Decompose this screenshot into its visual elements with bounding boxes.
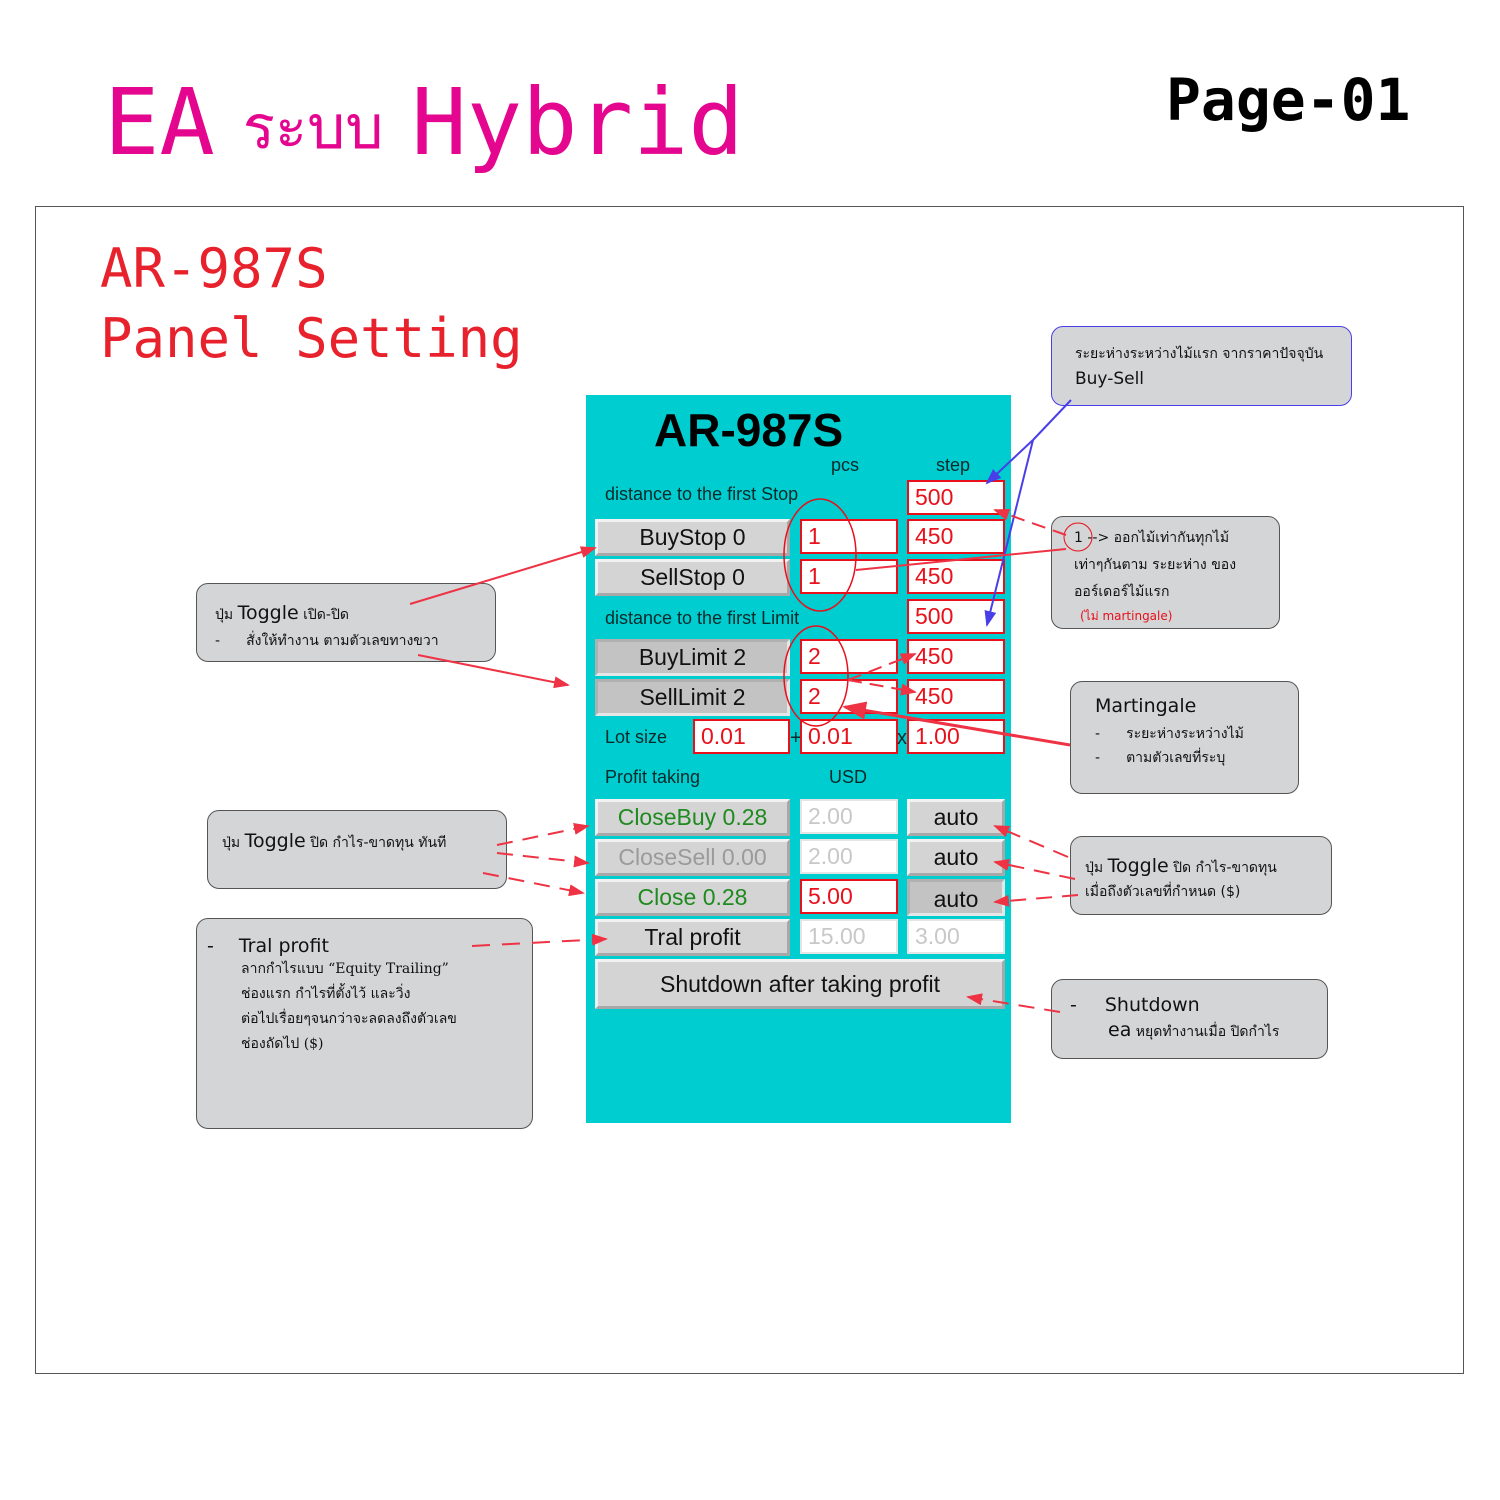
limit-distance-input[interactable]: 500 — [907, 599, 1005, 634]
tral-line1: ลากกำไรแบบ “Equity Trailing” — [241, 961, 449, 977]
toggle-open-line2: สั่งให้ทำงาน ตามตัวเลขทางขวา — [246, 633, 439, 649]
martingale-bullet: - — [1095, 726, 1101, 742]
shutdown-after-profit-button[interactable]: Shutdown after taking profit — [595, 959, 1005, 1009]
section-title-panel-setting: Panel Setting — [100, 307, 523, 370]
callout-equal-line2: เท่าๆกันตาม ระยะห่าง ของ — [1074, 557, 1237, 573]
buystop-pcs-input[interactable]: 1 — [800, 519, 898, 554]
lot-size-label: Lot size — [605, 727, 668, 747]
limit-distance-label: distance to the first Limit — [605, 608, 800, 628]
selllimit-toggle-button[interactable]: SellLimit 2 — [595, 679, 790, 716]
martingale-line2: ตามตัวเลขที่ระบุ — [1126, 750, 1226, 766]
sellstop-step-input[interactable]: 450 — [907, 559, 1005, 594]
callout-tral-profit: - Tral profit ลากกำไรแบบ “Equity Trailing… — [196, 918, 533, 1129]
title-thai: ระบบ — [242, 93, 384, 163]
closebuy-auto-button[interactable]: auto — [907, 799, 1005, 836]
stop-distance-input[interactable]: 500 — [907, 480, 1005, 515]
buylimit-pcs-input[interactable]: 2 — [800, 639, 898, 674]
tral-profit-start-input[interactable]: 15.00 — [800, 919, 898, 954]
title-suffix: Hybrid — [411, 69, 744, 176]
closesell-toggle-button[interactable]: CloseSell 0.00 — [595, 839, 790, 876]
sellstop-toggle-button[interactable]: SellStop 0 — [595, 559, 790, 596]
tral-profit-toggle-button[interactable]: Tral profit — [595, 919, 790, 956]
column-header-pcs: pcs — [831, 455, 860, 475]
profit-unit-label: USD — [829, 767, 868, 787]
section-title-model: AR-987S — [100, 237, 328, 300]
close-all-auto-button[interactable]: auto — [907, 879, 1005, 916]
toggle-open-bold: Toggle — [237, 602, 299, 624]
buystop-toggle-button[interactable]: BuyStop 0 — [595, 519, 790, 556]
lot-multiplier-input[interactable]: 1.00 — [907, 719, 1005, 754]
tral-line2: ช่องแรก กำไรที่ตั้งไว้ และวิ่ง — [241, 986, 411, 1002]
close-auto-line2: เมื่อถึงตัวเลขที่กำหนด ($) — [1085, 884, 1241, 900]
shutdown-ea: ea — [1108, 1019, 1132, 1041]
close-auto-bold: Toggle — [1107, 855, 1169, 877]
close-auto-prefix: ปุ่ม — [1085, 860, 1104, 876]
closesell-target-input[interactable]: 2.00 — [800, 839, 898, 874]
callout-distance: ระยะห่างระหว่างไม้แรก จากราคาปัจจุบัน Bu… — [1051, 326, 1352, 406]
column-header-step: step — [936, 455, 971, 475]
panel-title: AR-987S — [654, 404, 844, 456]
lot-plus-sign: + — [790, 727, 802, 749]
martingale-title: Martingale — [1095, 695, 1197, 717]
buylimit-toggle-button[interactable]: BuyLimit 2 — [595, 639, 790, 676]
tral-line3: ต่อไปเรื่อยๆจนกว่าจะลดลงถึงตัวเลข — [241, 1011, 457, 1027]
close-all-target-input[interactable]: 5.00 — [800, 879, 898, 914]
shutdown-bullet: - — [1070, 994, 1077, 1016]
page-label: Page-01 — [1166, 66, 1411, 134]
callout-toggle-close-now: ปุ่ม Toggle ปิด กำไร-ขาดทุน ทันที — [207, 810, 507, 889]
shutdown-line2: หยุดทำงานเมื่อ ปิดกำไร — [1135, 1024, 1280, 1040]
shutdown-title: Shutdown — [1104, 994, 1200, 1016]
callout-distance-line2: Buy-Sell — [1075, 369, 1145, 389]
ea-panel: AR-987S pcs step distance to the first S… — [586, 395, 1011, 1123]
callout-distance-line1: ระยะห่างระหว่างไม้แรก จากราคาปัจจุบัน — [1075, 346, 1324, 362]
toggle-open-prefix: ปุ่ม — [215, 607, 234, 623]
buystop-step-input[interactable]: 450 — [907, 519, 1005, 554]
content-frame — [35, 206, 1464, 1374]
selllimit-step-input[interactable]: 450 — [907, 679, 1005, 714]
close-auto-suffix: ปิด กำไร-ขาดทุน — [1173, 860, 1277, 876]
lot-increment-input[interactable]: 0.01 — [800, 719, 898, 754]
toggle-open-bullet: - — [215, 633, 221, 649]
tral-line4: ช่องถัดไป ($) — [241, 1036, 324, 1052]
closesell-auto-button[interactable]: auto — [907, 839, 1005, 876]
callout-martingale: Martingale - ระยะห่างระหว่างไม้ - ตามตัวเล… — [1070, 681, 1299, 794]
close-now-prefix: ปุ่ม — [222, 835, 241, 851]
closebuy-toggle-button[interactable]: CloseBuy 0.28 — [595, 799, 790, 836]
toggle-open-suffix: เปิด-ปิด — [303, 607, 349, 623]
sellstop-pcs-input[interactable]: 1 — [800, 559, 898, 594]
main-title: EA ระบบ Hybrid — [104, 72, 744, 173]
title-prefix: EA — [104, 69, 215, 176]
lot-base-input[interactable]: 0.01 — [693, 719, 790, 754]
callout-toggle-close-auto: ปุ่ม Toggle ปิด กำไร-ขาดทุน เมื่อถึงตัวเ… — [1070, 836, 1332, 915]
close-now-suffix: ปิด กำไร-ขาดทุน ทันที — [310, 835, 447, 851]
callout-shutdown: - Shutdown ea หยุดทำงานเมื่อ ปิดกำไร — [1051, 979, 1328, 1059]
callout-equal-lots: 1 --> ออกไม้เท่ากันทุกไม้ เท่าๆกันตาม ระ… — [1051, 516, 1280, 629]
selllimit-pcs-input[interactable]: 2 — [800, 679, 898, 714]
buylimit-step-input[interactable]: 450 — [907, 639, 1005, 674]
tral-bullet: - — [207, 935, 214, 957]
martingale-bullet-2: - — [1095, 750, 1101, 766]
stop-distance-label: distance to the first Stop — [605, 484, 799, 504]
closebuy-target-input[interactable]: 2.00 — [800, 799, 898, 834]
callout-equal-note: (ไม่ martingale) — [1080, 609, 1173, 623]
tral-title: Tral profit — [238, 935, 329, 957]
martingale-line1: ระยะห่างระหว่างไม้ — [1126, 726, 1244, 742]
close-now-bold: Toggle — [244, 830, 306, 852]
tral-profit-step-input[interactable]: 3.00 — [907, 919, 1005, 954]
profit-taking-label: Profit taking — [605, 767, 701, 787]
callout-equal-line1: 1 --> ออกไม้เท่ากันทุกไม้ — [1074, 530, 1230, 546]
lot-times-sign: x — [897, 727, 907, 749]
callout-equal-line3: ออร์เดอร์ไม้แรก — [1074, 584, 1170, 600]
close-all-toggle-button[interactable]: Close 0.28 — [595, 879, 790, 916]
callout-toggle-open: ปุ่ม Toggle เปิด-ปิด - สั่งให้ทำงาน ตามตั… — [196, 583, 496, 662]
